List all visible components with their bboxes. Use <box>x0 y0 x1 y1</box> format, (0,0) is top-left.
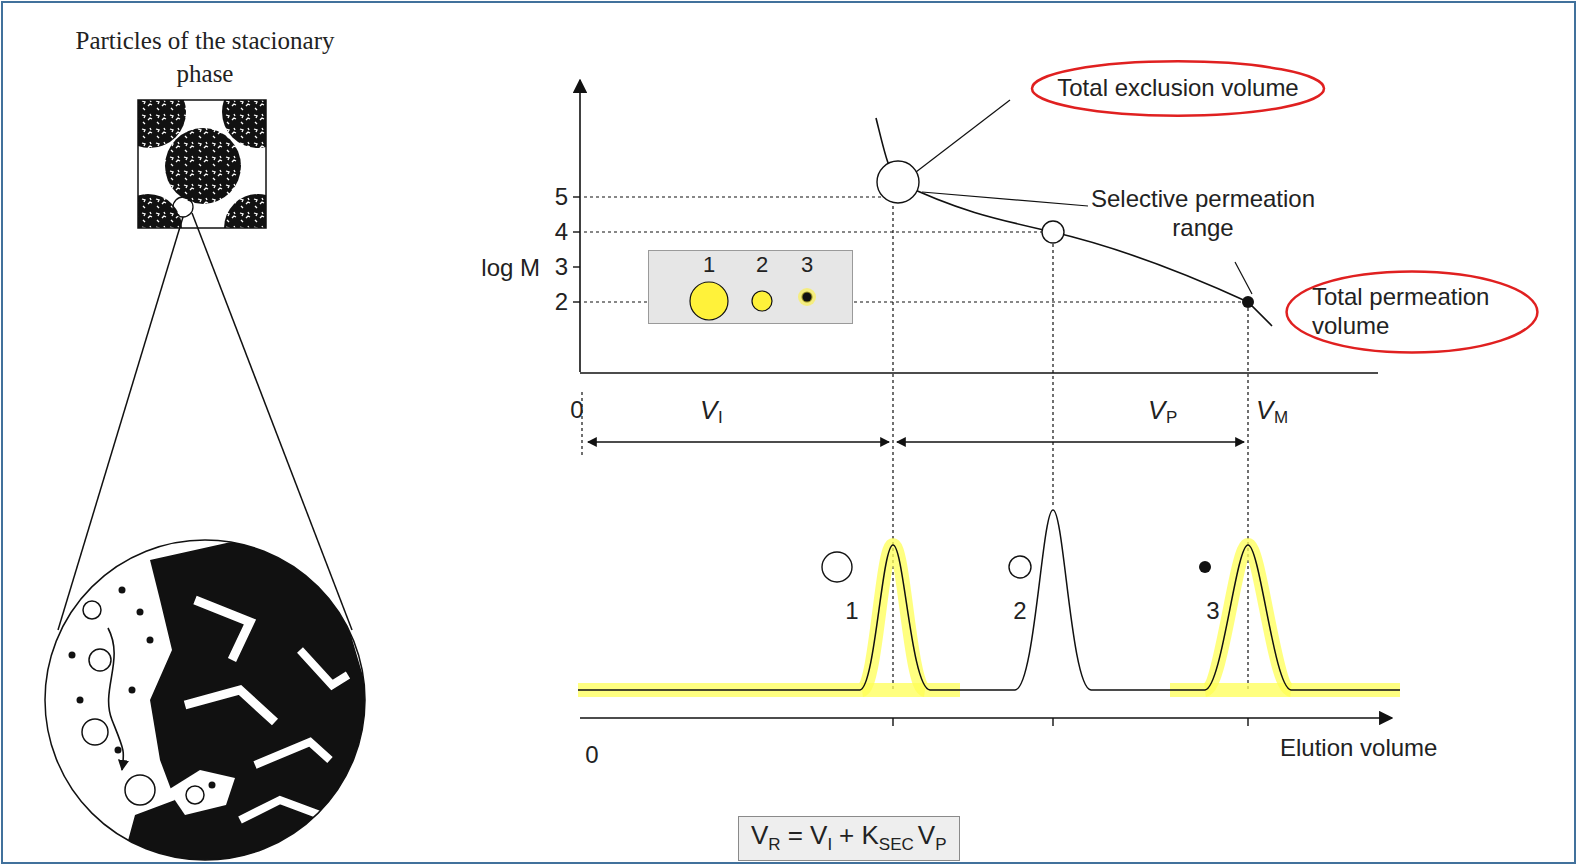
panel-title: Particles of the stacionary phase <box>55 24 355 90</box>
axis-tick: 4 <box>555 219 568 245</box>
formula-text: V <box>751 820 768 850</box>
formula-subscript: P <box>935 835 946 854</box>
axis-origin: 0 <box>585 742 598 768</box>
axis-tick: 5 <box>555 184 568 210</box>
axis-tick: 2 <box>555 289 568 315</box>
volume-symbol: V <box>700 396 717 425</box>
formula-subscript: R <box>768 835 780 854</box>
size-symbols <box>649 251 854 325</box>
legend-number: 3 <box>801 254 813 276</box>
callout-text-wrap: Total exclusion volume <box>1057 74 1298 103</box>
legend-number: 1 <box>703 254 715 276</box>
size-circle <box>803 293 812 302</box>
volume-subscript: I <box>718 409 723 428</box>
peak-number: 3 <box>1206 598 1219 624</box>
callout-text: Selective permeation range <box>1078 185 1328 243</box>
peak-number: 1 <box>845 598 858 624</box>
ellipse-stroke <box>1287 272 1538 353</box>
callout-text-wrap: Total permeation volume <box>1312 283 1512 341</box>
formula-subscript: I <box>827 835 832 854</box>
callout-text: Total permeation volume <box>1312 283 1512 341</box>
peak-number: 2 <box>1013 598 1026 624</box>
size-circle <box>752 291 772 311</box>
axis-origin: 0 <box>570 397 583 423</box>
formula-text: V <box>918 820 935 850</box>
magnified-pore <box>40 535 370 865</box>
callout-text: Total exclusion volume <box>1057 74 1298 103</box>
volume-symbol: V <box>1256 396 1273 425</box>
formula-text: = V <box>788 820 828 850</box>
volume-subscript: P <box>1166 409 1177 428</box>
callout-ellipse: Total exclusion volume <box>1029 59 1327 118</box>
volume-symbol: V <box>1148 396 1165 425</box>
highlight <box>798 288 816 306</box>
particle-square <box>138 100 266 228</box>
legend-number: 2 <box>756 254 768 276</box>
size-circle <box>690 282 728 320</box>
ellipse-stroke <box>1032 61 1324 115</box>
formula-box: VR= VI+ KSECVP <box>738 816 960 861</box>
size-legend-box: 1 2 3 <box>648 250 853 324</box>
axis-tick: 3 <box>555 254 568 280</box>
axis-title: log M <box>481 255 540 281</box>
axis-title: Elution volume <box>1280 735 1437 761</box>
formula-subscript: SEC <box>879 835 914 854</box>
formula-text: + K <box>839 820 879 850</box>
callout-ellipse: Total permeation volume <box>1284 268 1540 356</box>
volume-subscript: M <box>1274 409 1288 428</box>
